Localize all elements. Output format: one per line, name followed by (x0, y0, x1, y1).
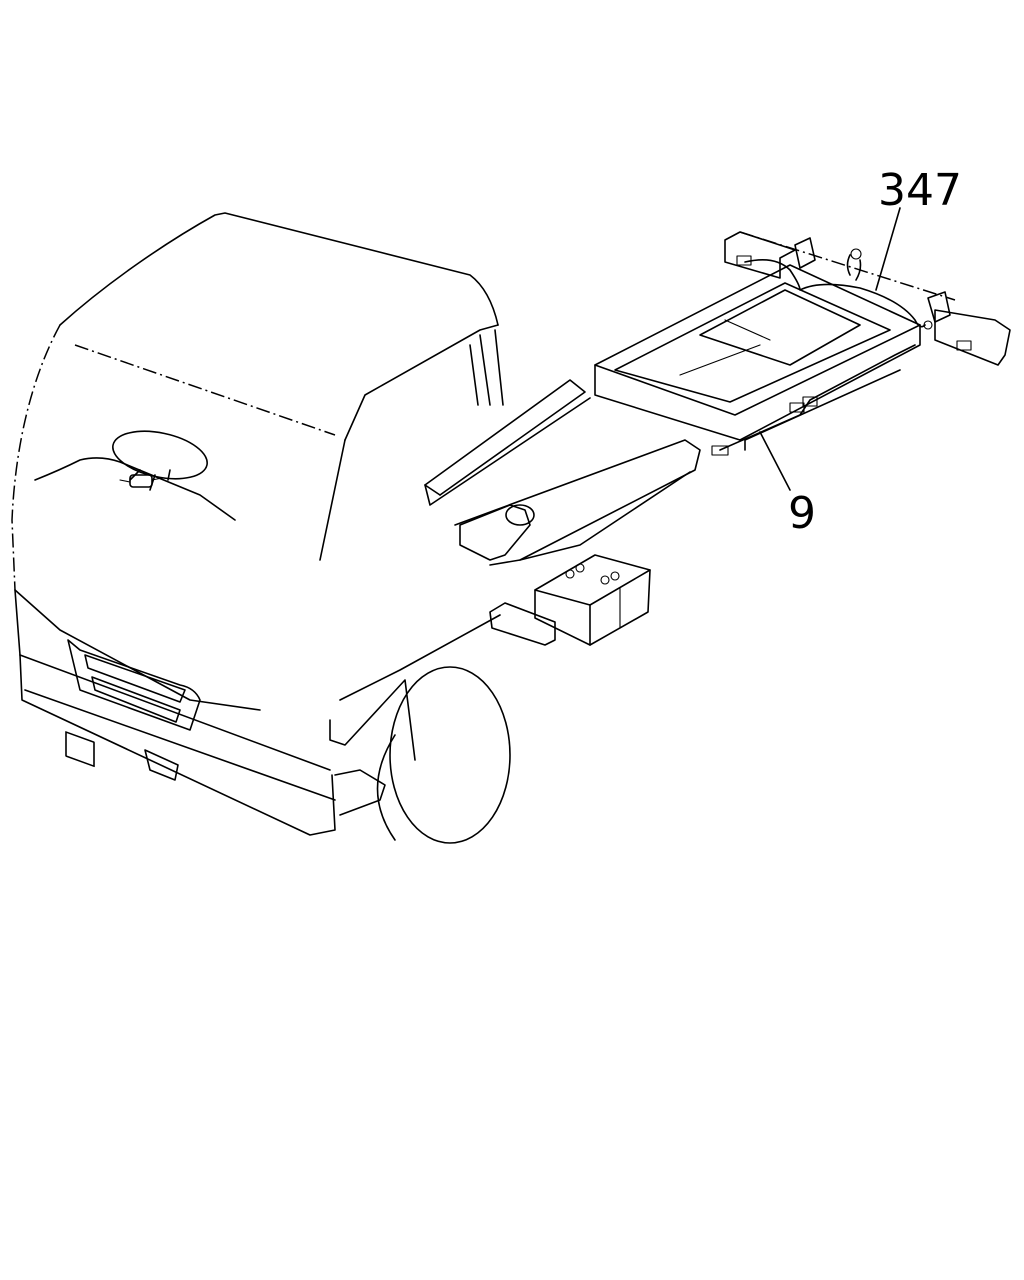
dashboard (34, 457, 236, 521)
rear-harness-wire (744, 259, 926, 328)
cab-roof-centerline (74, 344, 336, 436)
bumper-edge (24, 689, 336, 801)
cab-rear-edge (339, 614, 501, 701)
rear-frame-top (594, 264, 921, 416)
rear-frame-inner (614, 282, 891, 403)
fog-lamp-left (65, 731, 95, 768)
frame-rail-left-inner (424, 397, 591, 506)
rear-connector-right (956, 340, 972, 351)
front-wheel (376, 666, 511, 844)
rear-connector-left (736, 255, 752, 266)
cab-roof-outline (59, 212, 499, 326)
bumper-face (19, 654, 336, 836)
cab-front-lower (14, 589, 261, 711)
frame-connector-1 (789, 402, 805, 413)
frame-connector-end (711, 445, 729, 456)
relay-box-edge (489, 602, 556, 629)
battery-terminal-3 (600, 575, 610, 585)
frame-rail-right (454, 439, 701, 566)
grille-bar-2 (91, 676, 181, 723)
rear-bracket-right (927, 291, 951, 323)
steering-wheel (112, 430, 208, 480)
harness-clip (923, 320, 933, 330)
rear-beam-right (934, 309, 1011, 366)
battery-top (534, 554, 651, 606)
rear-pillar-3 (494, 329, 504, 406)
starter-end (505, 504, 535, 526)
grille-outer (67, 639, 201, 731)
fender-lower (334, 769, 386, 816)
callout-9-leader (759, 431, 791, 491)
door-line (329, 679, 416, 761)
rear-crossmember (699, 289, 861, 366)
truck-cab (11, 212, 504, 836)
bumper-top (19, 654, 331, 771)
switch-wire (119, 477, 163, 483)
frame-rail-right-lower (519, 471, 691, 561)
frame-connector-2 (802, 396, 818, 407)
rear-beam-left (724, 231, 796, 279)
rear-pillar-1 (469, 344, 479, 406)
tire-outer (389, 666, 511, 844)
battery-side (589, 569, 651, 646)
rear-chassis (594, 231, 1011, 456)
callout-9-label: 9 (788, 488, 816, 539)
chassis-frame (424, 379, 701, 566)
rear-pillar-2 (479, 334, 491, 406)
frame-harness-lower (744, 369, 901, 451)
a-pillar (319, 439, 346, 561)
rear-bracket-left (794, 237, 816, 269)
fog-lamp-right (144, 749, 179, 781)
callout-347: 347 (875, 165, 962, 291)
rear-beam-dash (739, 231, 956, 301)
battery-box (489, 554, 651, 646)
battery-terminal-2 (575, 563, 585, 573)
starter-motor (459, 504, 531, 561)
ignition-switch (129, 474, 153, 488)
battery-terminal-1 (565, 569, 575, 579)
callout-347-label: 347 (878, 165, 962, 216)
battery-front (534, 589, 591, 646)
callout-347-leader (875, 207, 901, 291)
battery-terminal-4 (610, 571, 620, 581)
windshield-top (344, 324, 499, 441)
frame-rail-left-top (424, 379, 586, 496)
grille-bar-1 (84, 654, 186, 703)
rear-frame-front-face (594, 324, 921, 441)
rear-harness-branch (846, 254, 862, 281)
cab-front-bottom (14, 589, 21, 656)
cab-side-outline (11, 324, 61, 591)
callout-9: 9 (759, 431, 816, 539)
rear-crossmember-lines (679, 319, 771, 376)
tire-arc (376, 734, 396, 841)
harness-connector-top (850, 248, 862, 260)
